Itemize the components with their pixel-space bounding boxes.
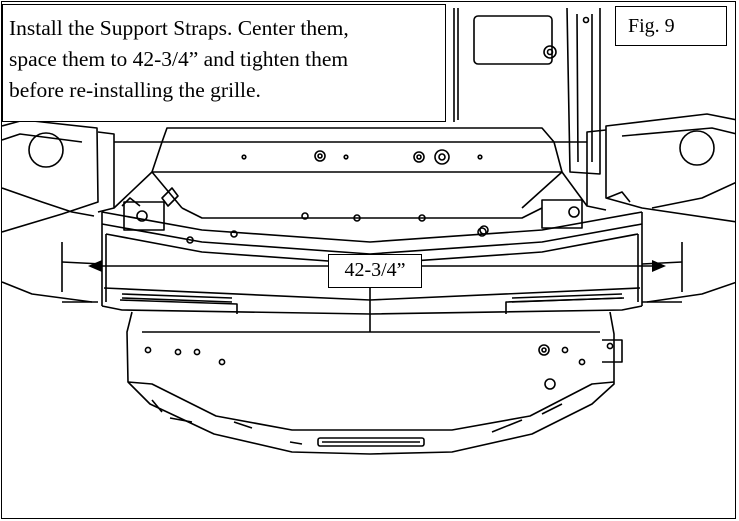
- figure-label: Fig. 9: [615, 6, 727, 46]
- left-arrowhead-icon: [88, 260, 102, 272]
- dimension-label: 42-3/4”: [328, 254, 422, 288]
- instruction-line-2: space them to 42-3/4” and tighten them: [9, 47, 349, 71]
- right-arrowhead-icon: [652, 260, 666, 272]
- instruction-line-3: before re-installing the grille.: [9, 78, 261, 102]
- instruction-callout: Install the Support Straps. Center them,…: [2, 4, 446, 122]
- instruction-line-1: Install the Support Straps. Center them,: [9, 16, 349, 40]
